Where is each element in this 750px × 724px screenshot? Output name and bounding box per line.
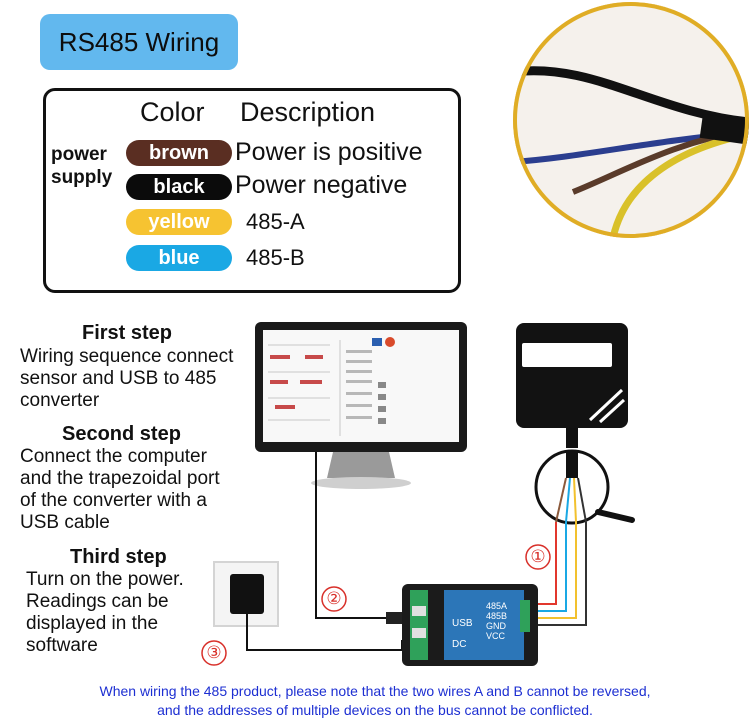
- magnifier-icon: [534, 449, 635, 525]
- swatch-blue: blue: [126, 245, 232, 271]
- step2-line: Connect the computer: [20, 446, 207, 467]
- step2-line: and the trapezoidal port: [20, 468, 220, 489]
- desc-blue: 485-B: [246, 245, 305, 270]
- step3-title: Third step: [70, 546, 167, 568]
- legend-group-label: power supply: [51, 143, 112, 189]
- step3-line: Readings can be: [26, 591, 169, 612]
- pin-label: 485B: [486, 611, 508, 621]
- footer-line-2: and the addresses of multiple devices on…: [157, 702, 593, 718]
- step3-line: Turn on the power.: [26, 569, 184, 590]
- converter-usb-label: USB: [452, 618, 473, 629]
- step3-line: software: [26, 635, 98, 656]
- marker-three-circle: [201, 640, 227, 666]
- step2-body: Connect the computer and the trapezoidal…: [20, 446, 220, 534]
- step1-line: sensor and USB to 485: [20, 368, 217, 389]
- marker-three: ③: [206, 643, 222, 662]
- pin-label: 485A: [486, 601, 508, 611]
- desc-brown: Power is positive: [235, 138, 423, 166]
- step1-line: converter: [20, 390, 100, 411]
- marker-two-circle: [321, 586, 347, 612]
- cable-photo-frame: [513, 2, 749, 238]
- desc-black: Power negative: [235, 171, 408, 199]
- page-title: RS485 Wiring: [40, 14, 238, 70]
- step1-line: Wiring sequence connect: [20, 346, 234, 367]
- converter-pin-labels: 485A 485B GND VCC: [486, 601, 507, 641]
- marker-two: ②: [326, 589, 342, 608]
- converter-dc-label: DC: [452, 639, 467, 650]
- swatch-black: black: [126, 174, 232, 200]
- swatch-yellow: yellow: [126, 209, 232, 235]
- power-adapter-icon: [213, 561, 403, 651]
- step3-line: displayed in the: [26, 613, 159, 634]
- footer-line-1: When wiring the 485 product, please note…: [99, 683, 651, 699]
- legend-group-label-line1: power: [51, 144, 107, 165]
- sensor-icon: [516, 323, 628, 448]
- pin-label: GND: [486, 621, 506, 631]
- step1-body: Wiring sequence connect sensor and USB t…: [20, 346, 233, 412]
- wire-color-legend: [43, 88, 461, 293]
- marker-one-circle: [525, 544, 551, 570]
- legend-group-label-line2: supply: [51, 167, 113, 188]
- footer-note: When wiring the 485 product, please note…: [0, 682, 750, 720]
- step2-line: of the converter with a: [20, 490, 207, 511]
- swatch-brown: brown: [126, 140, 232, 166]
- monitor-icon: [255, 322, 467, 489]
- marker-one: ①: [530, 547, 546, 566]
- legend-header-color: Color: [140, 97, 205, 127]
- pin-label: VCC: [486, 631, 506, 641]
- converter-icon: [402, 584, 538, 666]
- step2-title: Second step: [62, 423, 181, 445]
- step3-body: Turn on the power. Readings can be displ…: [26, 569, 184, 657]
- legend-header-description: Description: [240, 97, 376, 127]
- desc-yellow: 485-A: [246, 209, 305, 234]
- step1-title: First step: [82, 322, 173, 344]
- step2-line: USB cable: [20, 512, 110, 533]
